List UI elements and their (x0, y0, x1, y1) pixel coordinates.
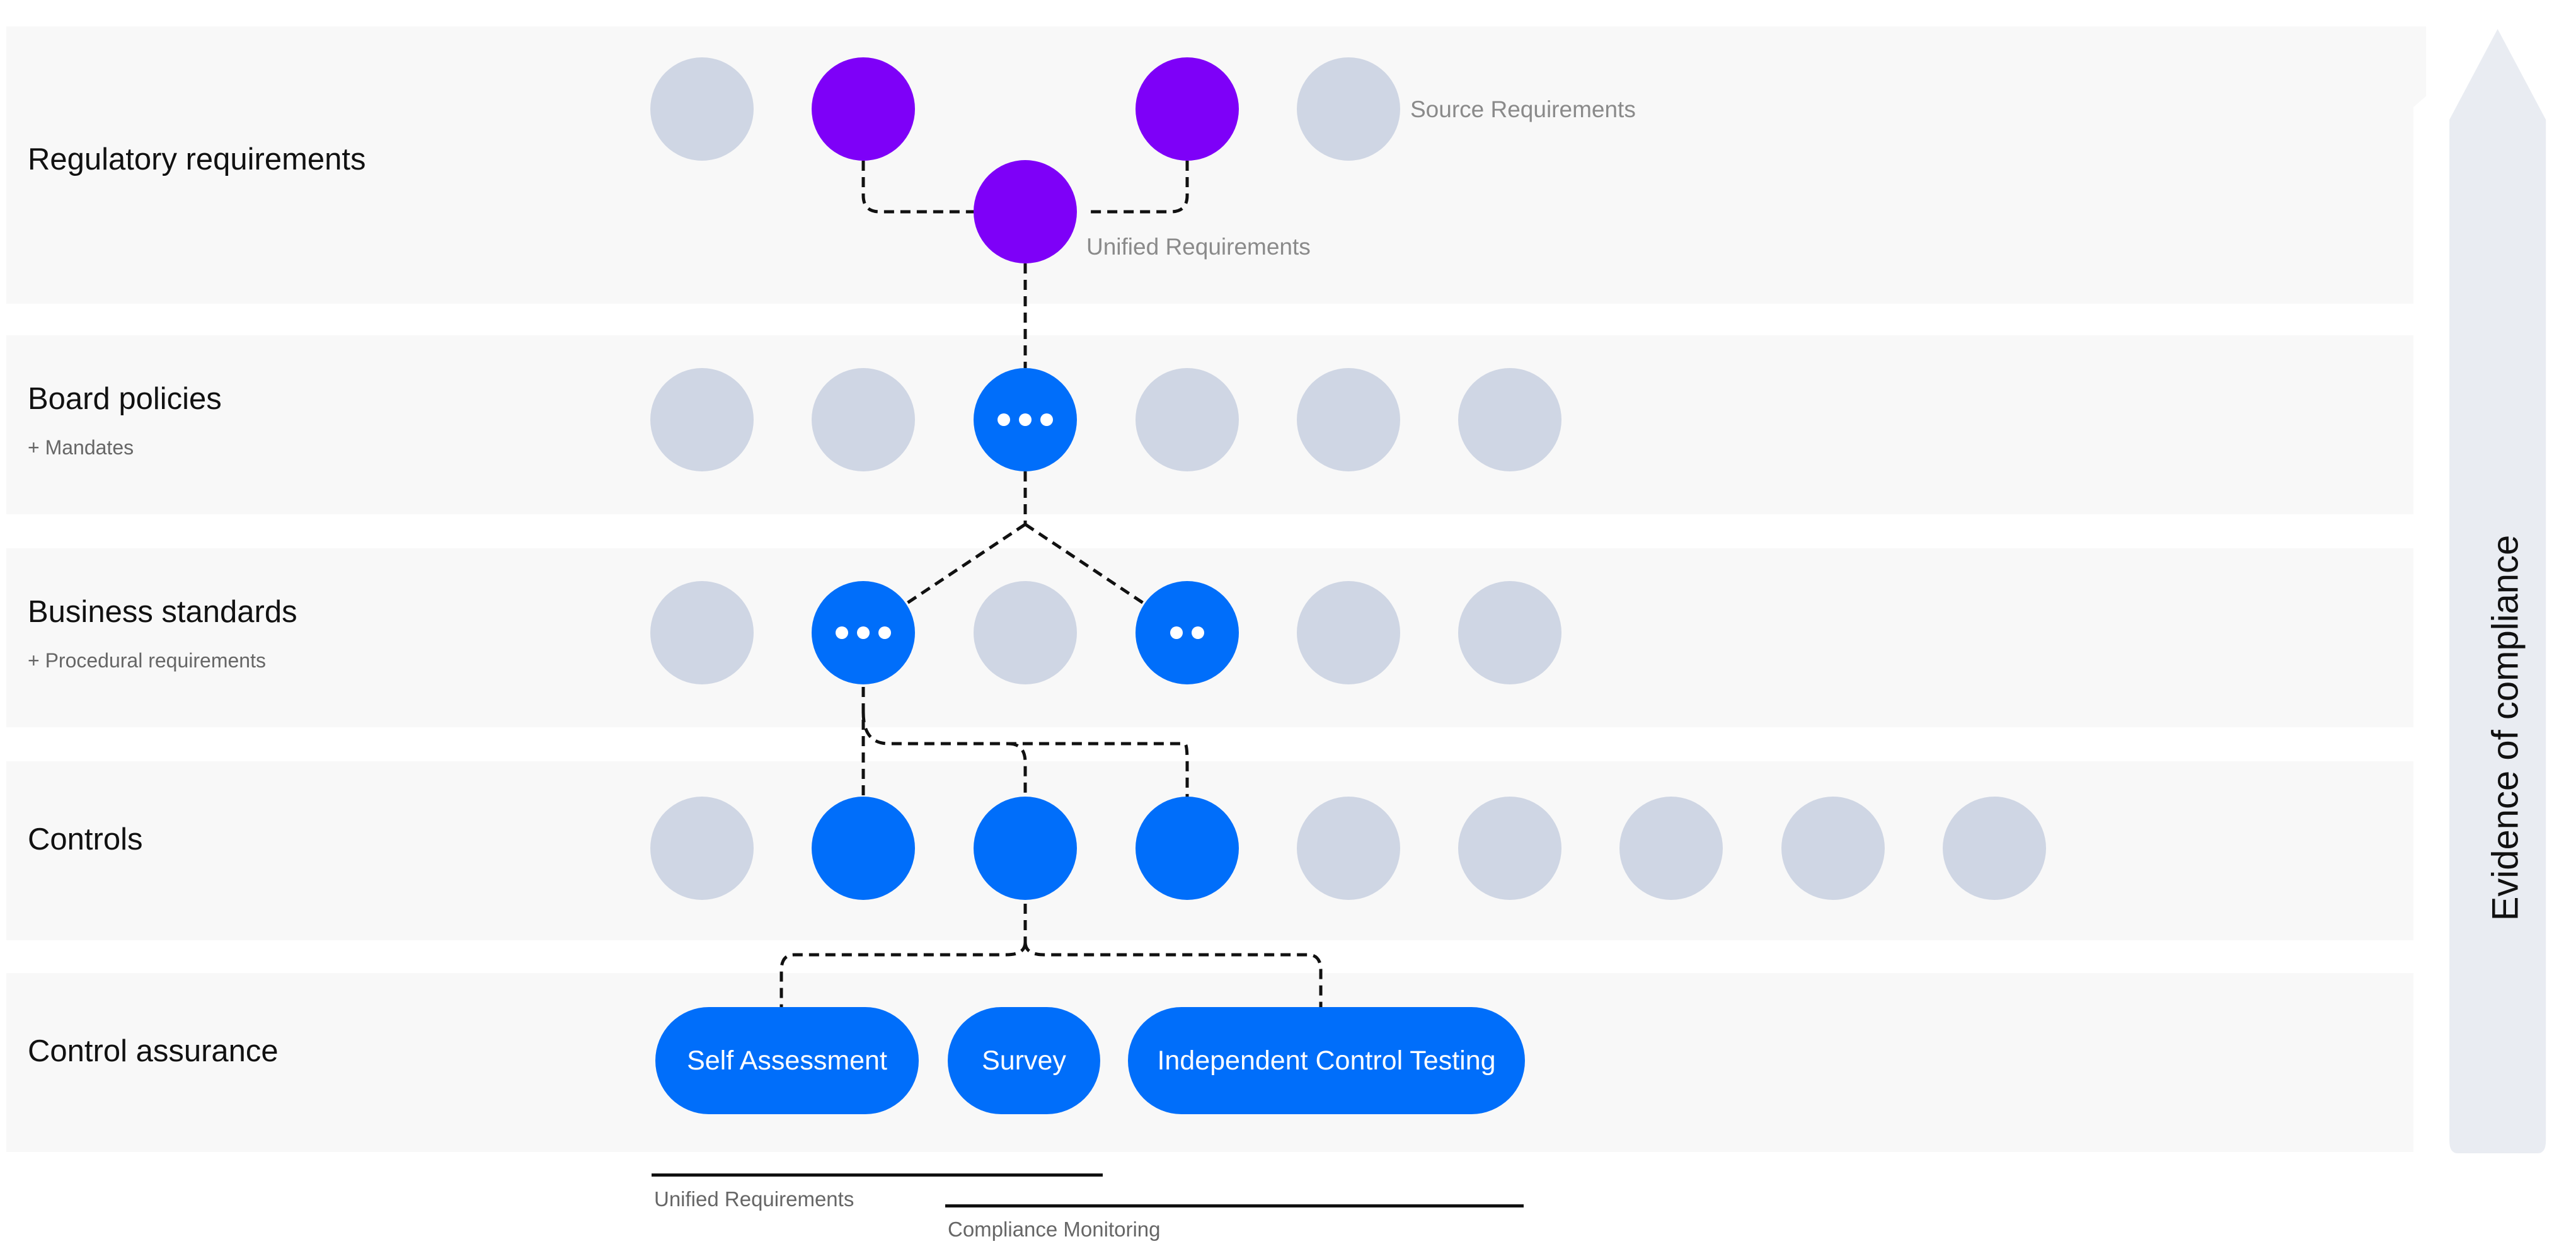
control-node-selected[interactable] (812, 797, 915, 900)
unified-requirements-label: Unified Requirements (1086, 234, 1311, 260)
control-node[interactable] (1943, 797, 2046, 900)
control-node-selected[interactable] (974, 797, 1077, 900)
control-node[interactable] (650, 797, 754, 900)
standard-node[interactable] (1458, 581, 1561, 684)
source-requirement-node-selected[interactable] (812, 57, 915, 161)
connector-to-self-assessment (779, 942, 1027, 1008)
source-requirement-node[interactable] (1297, 57, 1400, 161)
policy-node[interactable] (1297, 368, 1400, 471)
control-node[interactable] (1781, 797, 1885, 900)
layer-subtitle-business: + Procedural requirements (28, 649, 266, 672)
independent-control-testing-button[interactable]: Independent Control Testing (1128, 1007, 1525, 1114)
connector-source-b-to-unified (1086, 161, 1189, 214)
unified-requirements-range-line (652, 1173, 1103, 1177)
more-dot-icon (836, 626, 848, 639)
evidence-arrow-icon (2413, 25, 2552, 1153)
connector-source-a-to-unified (861, 161, 983, 214)
control-node-selected[interactable] (1136, 797, 1239, 900)
source-requirements-label: Source Requirements (1410, 96, 1636, 122)
more-dot-icon (878, 626, 891, 639)
policy-node-selected[interactable] (974, 368, 1077, 471)
control-node[interactable] (1619, 797, 1723, 900)
self-assessment-button[interactable]: Self Assessment (655, 1007, 919, 1114)
compliance-monitoring-range-label: Compliance Monitoring (948, 1218, 1161, 1241)
connector-standard-to-controls-bc (861, 712, 1189, 800)
survey-button[interactable]: Survey (948, 1007, 1100, 1114)
more-dot-icon (1019, 413, 1032, 426)
control-node[interactable] (1458, 797, 1561, 900)
policy-node[interactable] (650, 368, 754, 471)
policy-node[interactable] (1136, 368, 1239, 471)
unified-requirements-range-label: Unified Requirements (654, 1187, 854, 1211)
standard-node[interactable] (974, 581, 1077, 684)
more-dot-icon (1192, 626, 1204, 639)
standard-node[interactable] (1297, 581, 1400, 684)
layer-title-board: Board policies (28, 382, 222, 416)
unified-requirement-node[interactable] (974, 160, 1077, 263)
standard-node-selected[interactable] (812, 581, 915, 684)
connector-branch-to-control-b (1008, 742, 1027, 800)
source-requirement-node-selected[interactable] (1136, 57, 1239, 161)
standard-node[interactable] (650, 581, 754, 684)
connector-junction-to-standard-a (901, 522, 1026, 608)
connector-junction-to-standard-b (1024, 522, 1149, 608)
layer-subtitle-board: + Mandates (28, 436, 134, 459)
more-dot-icon (998, 413, 1010, 426)
layer-title-regulatory: Regulatory requirements (28, 142, 366, 176)
layer-title-business: Business standards (28, 595, 297, 629)
source-requirement-node[interactable] (650, 57, 754, 161)
standard-node-selected[interactable] (1136, 581, 1239, 684)
more-dot-icon (1170, 626, 1183, 639)
more-dot-icon (857, 626, 870, 639)
control-node[interactable] (1297, 797, 1400, 900)
policy-node[interactable] (812, 368, 915, 471)
evidence-of-compliance-text: Evidence of compliance (2485, 534, 2526, 921)
policy-node[interactable] (1458, 368, 1561, 471)
layer-title-assurance: Control assurance (28, 1034, 279, 1068)
compliance-monitoring-range-line (945, 1204, 1524, 1207)
connector-to-independent-testing (1023, 942, 1323, 1008)
more-dot-icon (1040, 413, 1053, 426)
layer-title-controls: Controls (28, 822, 143, 856)
